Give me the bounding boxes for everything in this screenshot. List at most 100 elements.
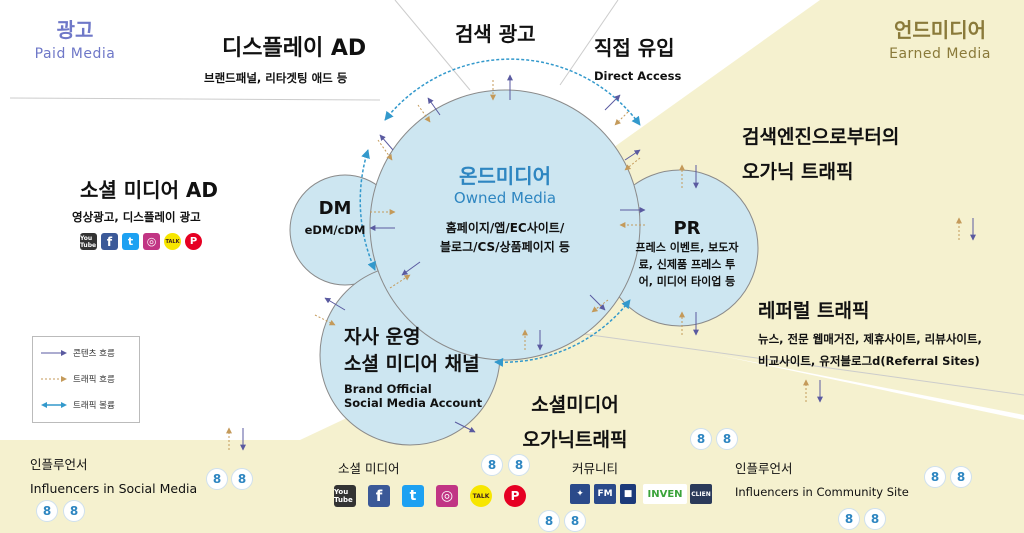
content-flow-arrow	[324, 297, 346, 311]
community-logos-2: INVEN CLIEN	[643, 484, 712, 504]
referral-line1: 뉴스, 전문 웹매거진, 제휴사이트, 리뷰사이트,	[758, 332, 982, 346]
infl-comm-ko: 인플루언서	[735, 461, 793, 476]
traffic-flow-arrow	[591, 299, 609, 313]
traffic-volume-arc	[384, 58, 641, 126]
content-arrow-icon	[41, 350, 67, 356]
divider-line	[559, 0, 619, 86]
community-logos: ✦ FM ■	[570, 484, 636, 504]
content-flow-arrow	[624, 149, 641, 161]
own-social-sub2: Social Media Account	[344, 396, 483, 410]
facebook-icon: f	[101, 233, 118, 250]
content-flow-arrow	[379, 134, 394, 151]
twitter-icon: t	[402, 485, 424, 507]
person-icon: 8	[206, 468, 228, 490]
organic-search-block: 검색엔진으로부터의 오가닉 트래픽	[742, 122, 899, 184]
infl-social-en: Influencers in Social Media	[30, 481, 198, 496]
person-icon: 8	[864, 508, 886, 530]
traffic-flow-arrow	[417, 104, 431, 123]
own-social-title1: 자사 운영	[344, 326, 421, 348]
own-social-title2: 소셜 미디어 채널	[344, 353, 480, 375]
legend-traffic-label: 트래픽 흐름	[73, 375, 115, 385]
community-logo-icon: ■	[620, 484, 636, 504]
legend: 콘텐츠 흐름 트래픽 흐름 트래픽 볼륨	[32, 336, 140, 423]
divider-line	[9, 97, 381, 101]
clien-logo-icon: CLIEN	[690, 484, 712, 504]
content-flow-arrow	[401, 261, 421, 276]
traffic-flow-arrow	[377, 139, 393, 161]
earned-title-ko: 언드미디어	[894, 18, 986, 42]
traffic-volume-arc	[494, 299, 631, 367]
paid-title-ko: 광고	[56, 18, 94, 42]
kakao-icon: TALK	[470, 485, 492, 507]
content-flow-arrow	[454, 421, 476, 433]
display-ad-sub: 브랜드패널, 리타겟팅 애드 등	[204, 71, 348, 85]
divider-line	[554, 329, 1024, 396]
organic-search-line1: 검색엔진으로부터의	[742, 126, 900, 148]
dm-sub: eDM/cDM	[304, 223, 366, 237]
person-icon: 8	[716, 428, 738, 450]
pr-block: PR 프레스 이벤트, 보도자 료, 신제품 프레스 투 어, 미디어 타이업 …	[622, 218, 752, 290]
content-flow-arrow	[604, 94, 621, 111]
bottom-social-icons: You Tube f t ◎ TALK P	[334, 485, 526, 507]
dm-title: DM	[318, 198, 352, 219]
person-icon: 8	[36, 500, 58, 522]
earned-bottom-area	[0, 330, 1024, 533]
display-ad-block: 디스플레이 AD 브랜드패널, 리타겟팅 애드 등	[204, 30, 367, 86]
person-icon: 8	[231, 468, 253, 490]
youtube-icon: You Tube	[334, 485, 356, 507]
pinterest-icon: P	[504, 485, 526, 507]
legend-traffic-volume: 트래픽 볼륨	[41, 399, 115, 411]
traffic-arrow-icon	[41, 376, 67, 382]
youtube-icon: You Tube	[80, 233, 97, 250]
person-icon: 8	[950, 466, 972, 488]
social-ad-block: 소셜 미디어 AD 영상광고, 디스플레이 광고 You Tube f t ◎ …	[72, 174, 237, 250]
owned-line1: 홈페이지/앱/EC사이트/	[445, 221, 565, 235]
content-flow-arrow	[427, 97, 441, 116]
person-icon: 8	[481, 454, 503, 476]
person-icon: 8	[924, 466, 946, 488]
person-icon: 8	[538, 510, 560, 532]
social-organic-block: 소셜미디어 오가닉트래픽	[510, 390, 640, 452]
referral-line2: 비교사이트, 유저블로그d(Referral Sites)	[758, 354, 980, 368]
pr-title: PR	[673, 218, 701, 239]
community-logo-icon: ✦	[570, 484, 590, 504]
instagram-icon: ◎	[143, 233, 160, 250]
referral-title: 레퍼럴 트래픽	[758, 300, 870, 322]
display-ad-title: 디스플레이 AD	[222, 36, 367, 61]
search-ad-title: 검색 광고	[455, 22, 536, 46]
dm-block: DM eDM/cDM	[295, 198, 375, 237]
inven-logo-icon: INVEN	[643, 484, 687, 504]
social-ad-icons: You Tube f t ◎ TALK P	[72, 233, 237, 250]
owned-media-block: 온드미디어 Owned Media 홈페이지/앱/EC사이트/ 블로그/CS/상…	[415, 160, 595, 257]
social-organic-line2: 오가닉트래픽	[522, 429, 628, 451]
paid-title-en: Paid Media	[34, 46, 116, 62]
legend-volume-label: 트래픽 볼륨	[73, 401, 115, 411]
earned-title-en: Earned Media	[889, 46, 991, 62]
content-flow-arrow	[589, 294, 606, 311]
pr-line1: 프레스 이벤트, 보도자	[635, 241, 739, 254]
infl-comm-en: Influencers in Community Site	[735, 485, 909, 499]
paid-media-label: 광고 Paid Media	[0, 14, 150, 62]
bottom-community-label: 커뮤니티	[572, 461, 619, 476]
legend-content-flow: 콘텐츠 흐름	[41, 347, 115, 359]
legend-content-label: 콘텐츠 흐름	[73, 349, 115, 359]
pr-line2: 료, 신제품 프레스 투	[638, 258, 736, 271]
kakao-icon: TALK	[164, 233, 181, 250]
person-icon: 8	[63, 500, 85, 522]
pr-line3: 어, 미디어 타이업 등	[638, 275, 736, 288]
person-icon: 8	[838, 508, 860, 530]
referral-block: 레퍼럴 트래픽 뉴스, 전문 웹매거진, 제휴사이트, 리뷰사이트, 비교사이트…	[758, 296, 982, 369]
direct-sub: Direct Access	[594, 69, 682, 83]
fm-logo-icon: FM	[594, 484, 616, 504]
traffic-flow-arrow	[614, 111, 629, 126]
social-ad-sub: 영상광고, 디스플레이 광고	[72, 210, 201, 224]
own-social-block: 자사 운영 소셜 미디어 채널 Brand Official Social Me…	[344, 322, 494, 410]
infl-social-block: 인플루언서 Influencers in Social Media	[30, 454, 197, 496]
earned-media-label: 언드미디어 Earned Media	[860, 14, 1020, 62]
traffic-flow-arrow	[624, 157, 641, 171]
person-icon: 8	[690, 428, 712, 450]
legend-traffic-flow: 트래픽 흐름	[41, 373, 115, 385]
facebook-icon: f	[368, 485, 390, 507]
twitter-icon: t	[122, 233, 139, 250]
